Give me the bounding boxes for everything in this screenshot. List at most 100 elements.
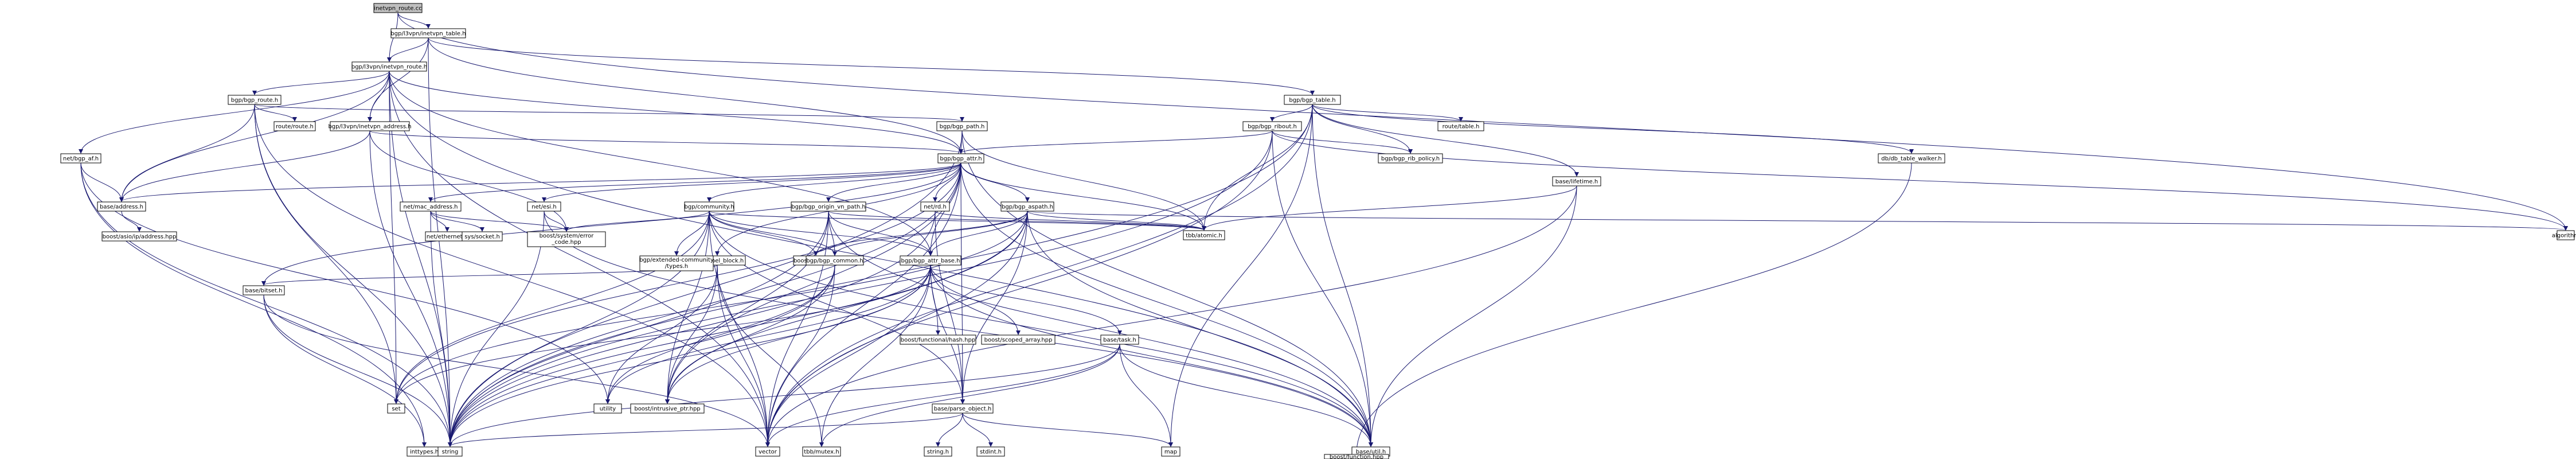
include-edge — [930, 264, 1122, 335]
node-box — [755, 446, 780, 457]
file-node[interactable]: bgp/extended-community/types.h — [639, 255, 714, 271]
file-node: inttypes.h — [406, 446, 442, 457]
include-edge — [542, 162, 961, 202]
node-label: bgp/l3vpn/inetvpn_table.h — [390, 31, 466, 37]
file-node[interactable]: base/address.h — [97, 201, 146, 212]
include-edge — [1119, 344, 1373, 447]
node-label: tbb/atomic.h — [1186, 233, 1222, 239]
include-edge — [674, 211, 710, 256]
node-box — [1100, 334, 1139, 345]
node-label: set — [392, 406, 400, 413]
include-edge — [665, 264, 835, 404]
include-edge — [430, 211, 449, 232]
include-edge — [1027, 211, 2567, 231]
file-node[interactable]: base/task.h — [1100, 334, 1139, 345]
node-label: boost/system/error_code.hpp — [540, 233, 595, 246]
include-edge — [1312, 104, 1914, 154]
file-node[interactable]: bgp/l3vpn/inetvpn_table.h — [390, 28, 466, 38]
include-edge — [765, 130, 1273, 447]
file-node[interactable]: bgp/bgp_ribout.h — [1242, 121, 1302, 131]
file-node[interactable]: bgp/bgp_aspath.h — [1000, 201, 1054, 212]
node-label: net/ethernet.h — [427, 234, 468, 240]
node-label: base/lifetime.h — [1555, 179, 1598, 185]
node-box — [924, 446, 952, 457]
include-edge — [430, 211, 569, 232]
include-edge — [389, 71, 963, 154]
node-box — [932, 403, 994, 414]
file-node[interactable]: net/esi.h — [527, 201, 561, 212]
include-edge — [1312, 104, 1579, 177]
file-node[interactable]: net/mac_address.h — [400, 201, 462, 212]
node-box — [1378, 153, 1443, 164]
include-edge — [263, 294, 770, 447]
include-edge — [665, 211, 710, 404]
include-edge — [448, 344, 1120, 447]
include-edge — [254, 104, 770, 447]
file-node[interactable]: bgp/bgp_attr.h — [937, 153, 984, 164]
file-node[interactable]: base/parse_object.h — [932, 403, 994, 414]
node-label: utility — [600, 406, 616, 413]
include-edge — [119, 162, 961, 202]
node-label: bgp/bgp_table.h — [1289, 98, 1335, 104]
file-node: boost/intrusive_ptr.hpp — [630, 403, 705, 414]
node-box — [390, 28, 466, 38]
include-edge — [960, 211, 1028, 404]
include-edge — [254, 104, 398, 404]
include-edge — [1312, 104, 1463, 122]
include-edge — [430, 211, 452, 447]
file-node[interactable]: bgp/bgp_common.h — [806, 255, 864, 266]
node-box — [330, 121, 410, 131]
include-edge — [389, 71, 770, 447]
file-node[interactable]: base/lifetime.h — [1552, 176, 1601, 186]
file-node[interactable]: db/db_table_walker.h — [1878, 153, 1945, 164]
include-edge — [80, 162, 427, 447]
include-edge — [448, 130, 1273, 447]
node-box — [462, 231, 503, 242]
include-edge — [1027, 211, 1206, 231]
include-edge — [717, 264, 824, 447]
node-label: base/bitset.h — [245, 288, 282, 294]
include-edge — [263, 294, 427, 447]
include-edge — [961, 130, 1206, 231]
node-label: string.h — [927, 449, 949, 456]
file-node[interactable]: bgp/bgp_rib_policy.h — [1378, 153, 1443, 164]
file-node[interactable]: bgp/community.h — [684, 201, 734, 212]
node-box — [1552, 176, 1601, 186]
node-box — [1878, 153, 1945, 164]
include-edge — [254, 104, 452, 447]
node-box — [437, 446, 463, 457]
include-edge — [709, 211, 933, 256]
node-box — [936, 121, 988, 131]
file-node[interactable]: route/table.h — [1437, 121, 1484, 131]
include-edge — [387, 37, 429, 62]
file-node[interactable]: net/rd.h — [920, 201, 950, 212]
file-node[interactable]: bgp/bgp_path.h — [936, 121, 988, 131]
file-node[interactable]: bgp/bgp_table.h — [1284, 95, 1341, 105]
include-edge — [665, 211, 829, 404]
include-edge — [828, 211, 933, 256]
include-edge — [935, 211, 1206, 231]
node-box — [527, 231, 606, 247]
node-box — [900, 255, 961, 266]
include-edge — [263, 294, 452, 447]
node-label: stdint.h — [980, 449, 1002, 456]
file-node[interactable]: base/bitset.h — [243, 285, 285, 295]
include-edge — [936, 413, 963, 447]
file-node: set — [387, 403, 405, 414]
file-node: boost/scoped_array.hpp — [981, 334, 1056, 345]
file-node[interactable]: net/bgp_af.h — [60, 153, 101, 164]
file-node[interactable]: route/route.h — [273, 121, 316, 131]
node-box — [243, 285, 285, 295]
include-edge — [717, 264, 770, 447]
include-edge — [448, 413, 963, 447]
file-node[interactable]: bgp/bgp_route.h — [228, 95, 282, 105]
include-edge — [1270, 104, 1313, 122]
file-node[interactable]: bgp/l3vpn/inetvpn_route.h — [351, 61, 427, 72]
file-node[interactable]: inetvpn_route.cc — [373, 3, 423, 13]
node-box — [2557, 230, 2575, 240]
file-node[interactable]: bgp/bgp_origin_vn_path.h — [791, 201, 866, 212]
node-label: sys/socket.h — [464, 234, 500, 240]
file-node[interactable]: bgp/bgp_attr_base.h — [900, 255, 961, 266]
file-node[interactable]: bgp/l3vpn/inetvpn_address.h — [328, 121, 412, 131]
node-label: bgp/extended-community/types.h — [639, 257, 714, 270]
